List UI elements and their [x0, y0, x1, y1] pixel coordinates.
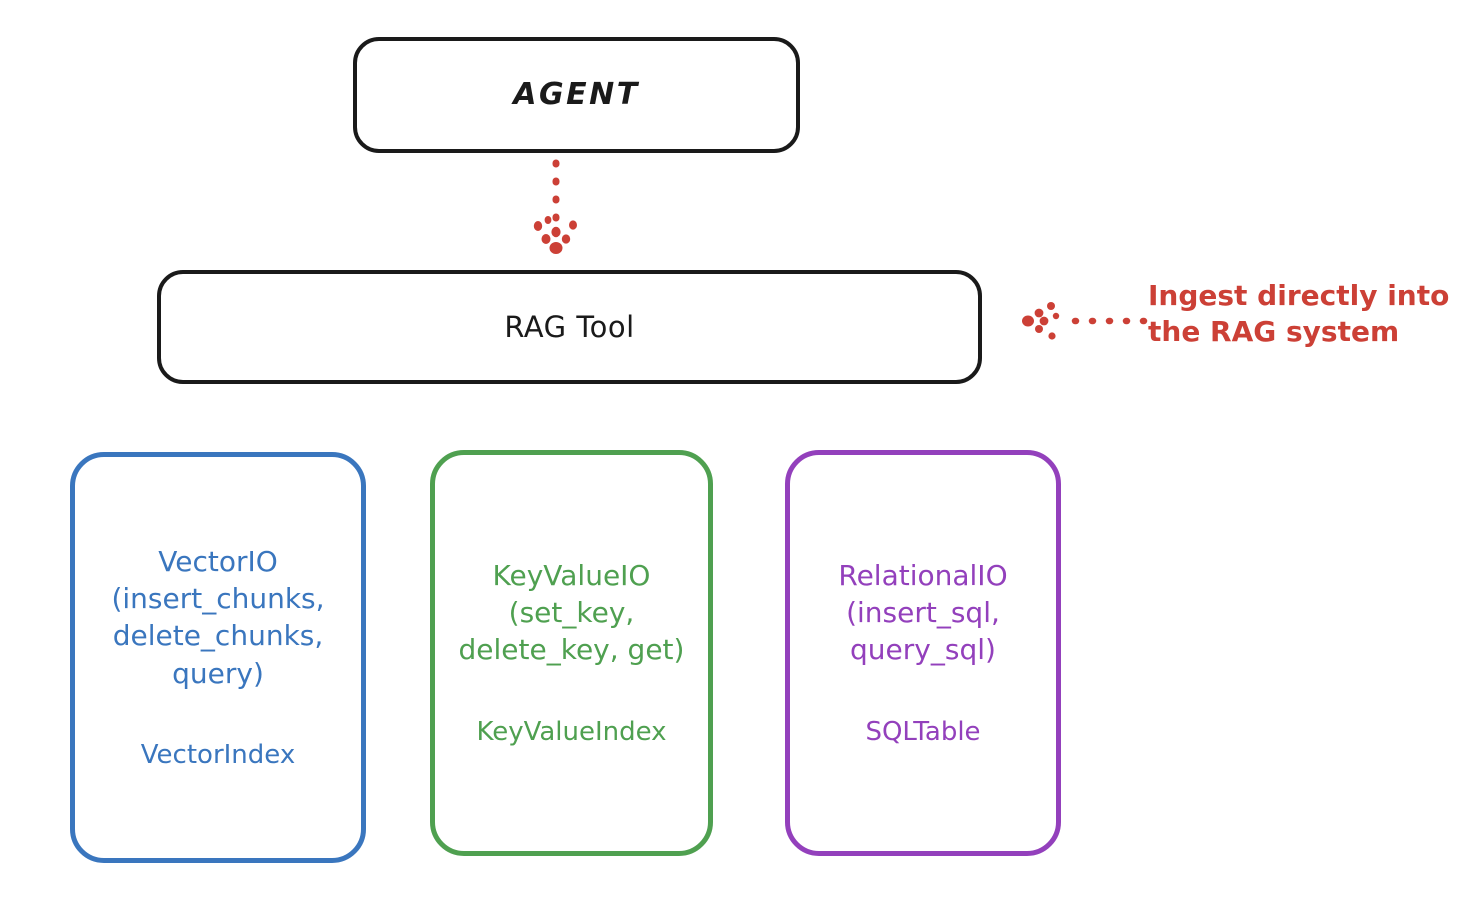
- rag-tool-node-label: RAG Tool: [504, 309, 635, 344]
- rag-tool-node[interactable]: RAG Tool: [157, 270, 982, 384]
- vector-io-index-label: VectorIndex: [140, 739, 296, 770]
- vector-io-api-label: VectorIO (insert_chunks, delete_chunks, …: [111, 544, 325, 690]
- ingest-into-rag-tool-arrow: [1022, 302, 1148, 340]
- relational-io-node[interactable]: RelationalIO (insert_sql, query_sql) SQL…: [785, 450, 1061, 856]
- ingest-annotation-text: Ingest directly into the RAG system: [1148, 279, 1450, 348]
- agent-node[interactable]: AGENT: [353, 37, 800, 153]
- key-value-io-node[interactable]: KeyValueIO (set_key, delete_key, get) Ke…: [430, 450, 713, 856]
- agent-to-rag-tool-arrow: [533, 159, 577, 254]
- arrowhead-down: [533, 216, 577, 254]
- vector-io-node[interactable]: VectorIO (insert_chunks, delete_chunks, …: [70, 452, 366, 863]
- key-value-io-index-label: KeyValueIndex: [476, 716, 667, 747]
- key-value-io-api-label: KeyValueIO (set_key, delete_key, get): [458, 558, 685, 667]
- arrowhead-left: [1022, 302, 1060, 340]
- relational-io-api-label: RelationalIO (insert_sql, query_sql): [838, 558, 1008, 667]
- agent-node-label: AGENT: [513, 77, 640, 113]
- relational-io-index-label: SQLTable: [865, 716, 981, 747]
